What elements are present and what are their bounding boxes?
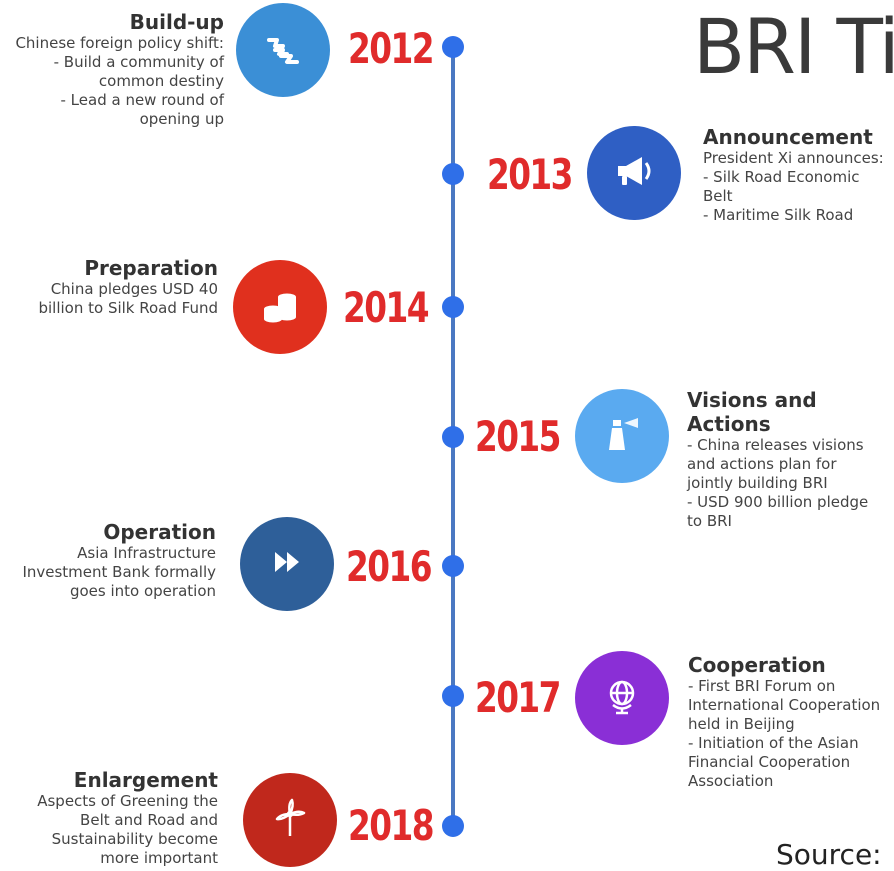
timeline-dot — [442, 685, 464, 707]
timeline-dot — [442, 296, 464, 318]
event-description: - China releases visions and actions pla… — [687, 436, 869, 530]
timeline-event-2016: Operation Asia Infrastructure Investment… — [22, 520, 216, 601]
timeline-event-2012: Build-up Chinese foreign policy shift: -… — [15, 10, 224, 129]
event-year: 2013 — [487, 150, 574, 199]
event-title: Visions and Actions — [687, 388, 817, 436]
timeline-event-2015: Visions and Actions - China releases vis… — [687, 388, 894, 531]
event-year: 2012 — [348, 24, 435, 73]
event-icon-circle — [233, 260, 327, 354]
event-title: Enlargement — [73, 768, 218, 792]
event-title: Build-up — [129, 10, 224, 34]
event-description: President Xi announces: - Silk Road Econ… — [703, 149, 884, 224]
event-icon-circle — [236, 3, 330, 97]
event-description: Chinese foreign policy shift: - Build a … — [15, 34, 224, 128]
coins-icon — [258, 283, 302, 331]
event-title: Preparation — [84, 256, 218, 280]
page-title: BRI Ti — [693, 2, 894, 91]
timeline-dot — [442, 426, 464, 448]
event-description: Asia Infrastructure Investment Bank form… — [22, 544, 216, 600]
event-icon-circle — [575, 389, 669, 483]
timeline-event-2018: Enlargement Aspects of Greening the Belt… — [37, 768, 218, 868]
event-icon-circle — [575, 651, 669, 745]
timeline-event-2017: Cooperation - First BRI Forum on Interna… — [688, 653, 880, 791]
event-year: 2016 — [346, 542, 433, 591]
timeline-dot — [442, 555, 464, 577]
event-year: 2017 — [475, 673, 562, 722]
event-title: Cooperation — [688, 653, 826, 677]
event-year: 2014 — [343, 283, 430, 332]
timeline-dot — [442, 815, 464, 837]
event-title: Operation — [103, 520, 216, 544]
lighthouse-icon — [600, 412, 644, 460]
globe-icon — [600, 674, 644, 722]
event-icon-circle — [240, 517, 334, 611]
wind-turbine-icon — [268, 796, 312, 844]
event-year: 2018 — [348, 801, 435, 850]
event-icon-circle — [587, 126, 681, 220]
source-label: Source: — [776, 838, 882, 871]
timeline-dot — [442, 36, 464, 58]
event-description: China pledges USD 40 billion to Silk Roa… — [38, 280, 218, 317]
event-description: Aspects of Greening the Belt and Road an… — [37, 792, 218, 867]
event-icon-circle — [243, 773, 337, 867]
timeline-event-2014: Preparation China pledges USD 40 billion… — [38, 256, 218, 318]
fast-forward-icon — [265, 540, 309, 588]
great-wall-icon — [261, 26, 305, 74]
event-title: Announcement — [703, 125, 873, 149]
event-year: 2015 — [475, 412, 562, 461]
megaphone-icon — [612, 149, 656, 197]
event-description: - First BRI Forum on International Coope… — [688, 677, 881, 790]
timeline-event-2013: Announcement President Xi announces: - S… — [703, 125, 884, 225]
timeline-dot — [442, 163, 464, 185]
